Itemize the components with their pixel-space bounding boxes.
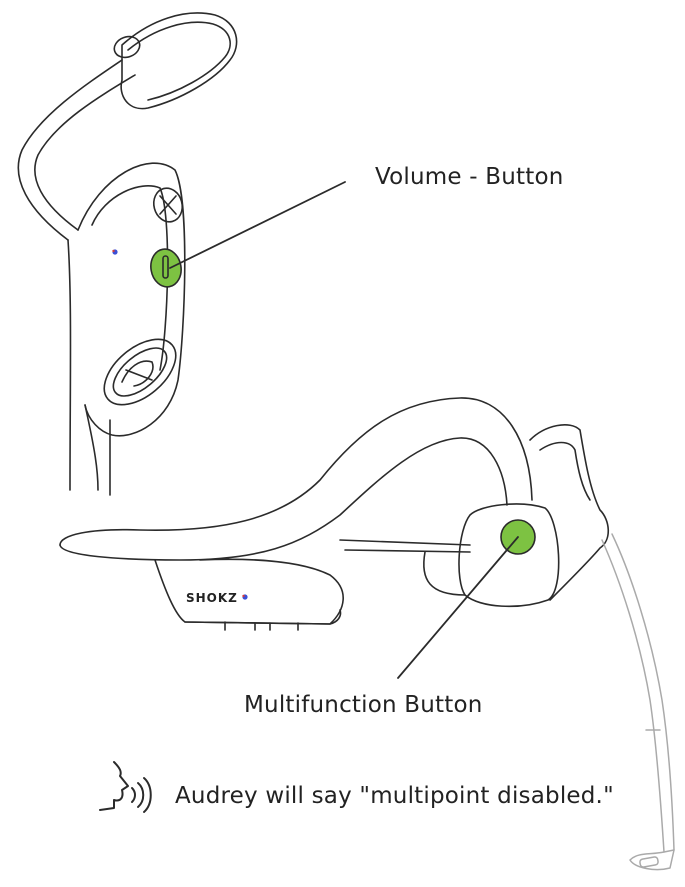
headset-front-view: SHOKZ <box>59 397 610 679</box>
headset-side-view <box>17 12 346 496</box>
volume-callout-line <box>169 181 346 269</box>
volume-button-label: Volume - Button <box>375 164 564 190</box>
side-multifunction-button <box>103 338 177 406</box>
battery-housing <box>154 558 344 625</box>
voice-prompt-text: Audrey will say "multipoint disabled." <box>175 783 614 809</box>
brand-logo: SHOKZ <box>186 591 238 605</box>
volume-up-button <box>152 187 184 223</box>
speaking-head-icon <box>99 761 152 813</box>
boom-mic <box>601 533 675 871</box>
volume-down-button <box>150 248 182 288</box>
multifunction-button-label: Multifunction Button <box>244 692 483 718</box>
multifunction-callout-line <box>397 536 519 679</box>
